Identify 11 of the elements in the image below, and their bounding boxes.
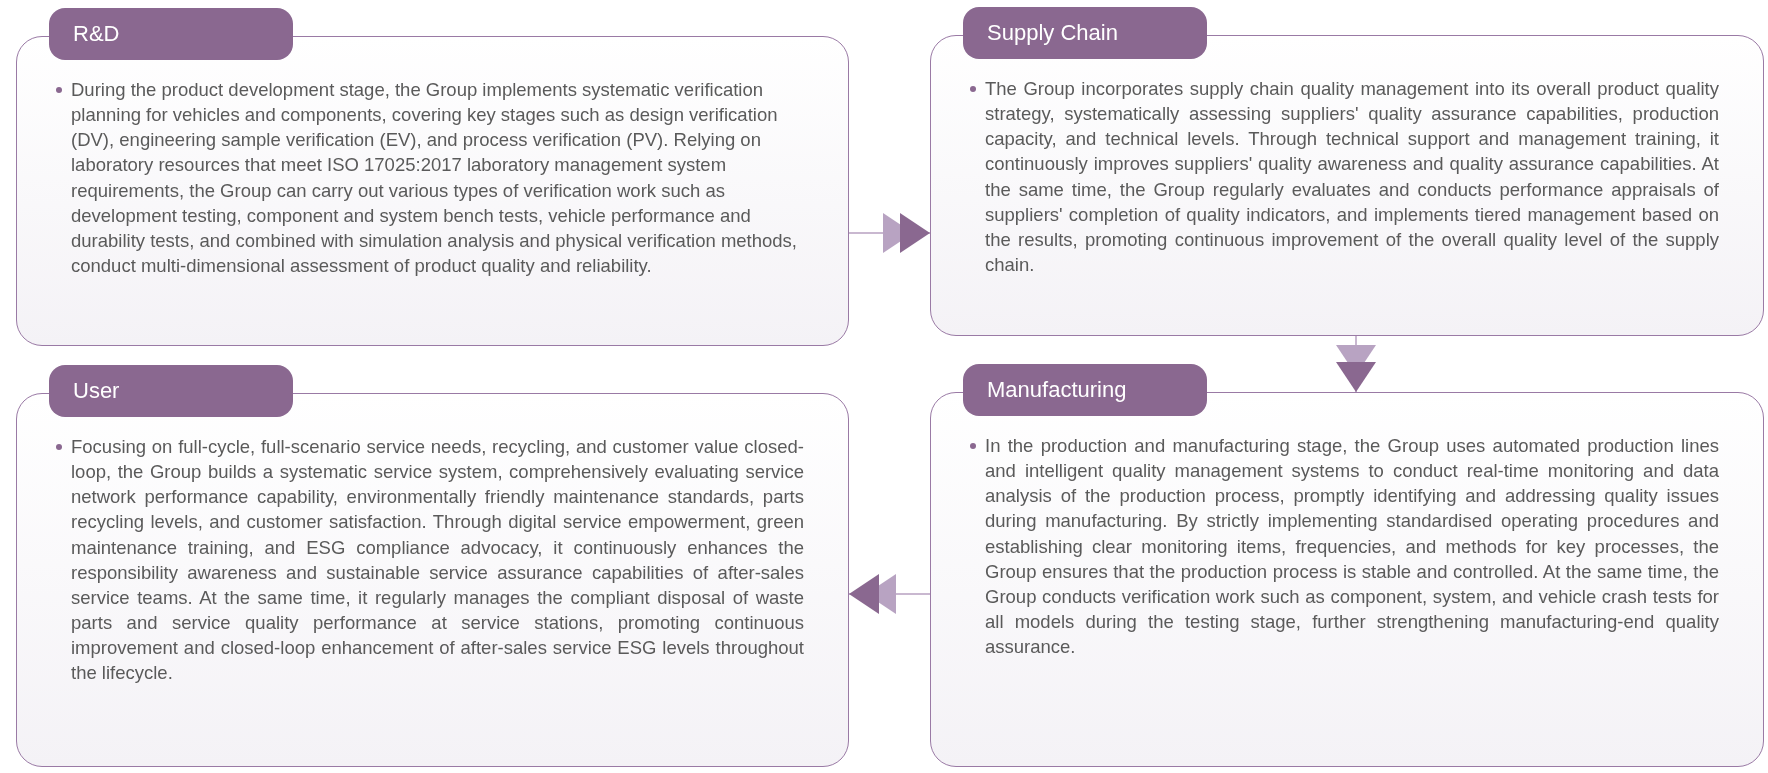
section-heading: R&D [49, 8, 293, 60]
flow-arrow [1336, 335, 1376, 393]
section-heading: User [49, 365, 293, 417]
bullet-text: In the production and manufacturing stage, the Group uses automated production lines and intelligent quality management systems to conduct real-time monitoring and data analysis of the production process, promptly identifying and addressing quality issues during manufacturing. By strictly implementing standardised operating procedures and establishing clear monitoring items, frequencies, and methods for key processes, the Group ensures that the production process is stable and controlled. At the same time, the Group conducts verification work such as component, system, and vehicle crash tests for all models during the testing stage, further strengthening manufacturing-end quality assurance. [985, 435, 1719, 658]
bullet-text: During the product development stage, the Group implements systematic verification planning for vehicles and components, covering key stages such as design verification (DV), engineering sample verification (EV), and process verification (PV). Relying on laboratory resources that meet ISO 17025:2017 laboratory management system requirements, the Group can carry out various types of verification work such as development testing, component and system bench tests, vehicle performance and durability tests, and combined with simulation analysis and physical verification methods, conduct multi-dimensional assessment of product quality and reliability. [71, 79, 797, 277]
bullet-text: Focusing on full-cycle, full-scenario service needs, recycling, and customer value closed-loop, the Group builds a systematic service system, comprehensively evaluating service network performance capability, environmentally friendly maintenance standards, parts recycling levels, and customer satisfaction. Through digital service empowerment, green maintenance training, and ESG compliance advocacy, it continuously enhances the responsibility awareness and sustainable service assurance capabilities of after-sales service teams. At the same time, it regularly manages the compliant disposal of waste parts and service quality performance at service stations, promoting continuous improvement and closed-loop enhancement of after-sales service ESG levels throughout the lifecycle. [71, 436, 804, 684]
flow-arrow [848, 213, 931, 253]
flow-arrow [848, 574, 931, 614]
section-heading: Supply Chain [963, 7, 1207, 59]
section-heading: Manufacturing [963, 364, 1207, 416]
bullet-text: The Group incorporates supply chain quality management into its overall product quality strategy, systematically assessing suppliers' quality assurance capabilities, production capacity, and technical levels. Through technical support and management training, it continuously improves suppliers' quality awareness and quality assurance capabilities. At the same time, the Group regularly evaluates and conducts performance appraisals of suppliers' completion of quality indicators, and implements tiered management based on the results, promoting continuous improvement of the overall quality level of the supply chain. [985, 78, 1719, 276]
